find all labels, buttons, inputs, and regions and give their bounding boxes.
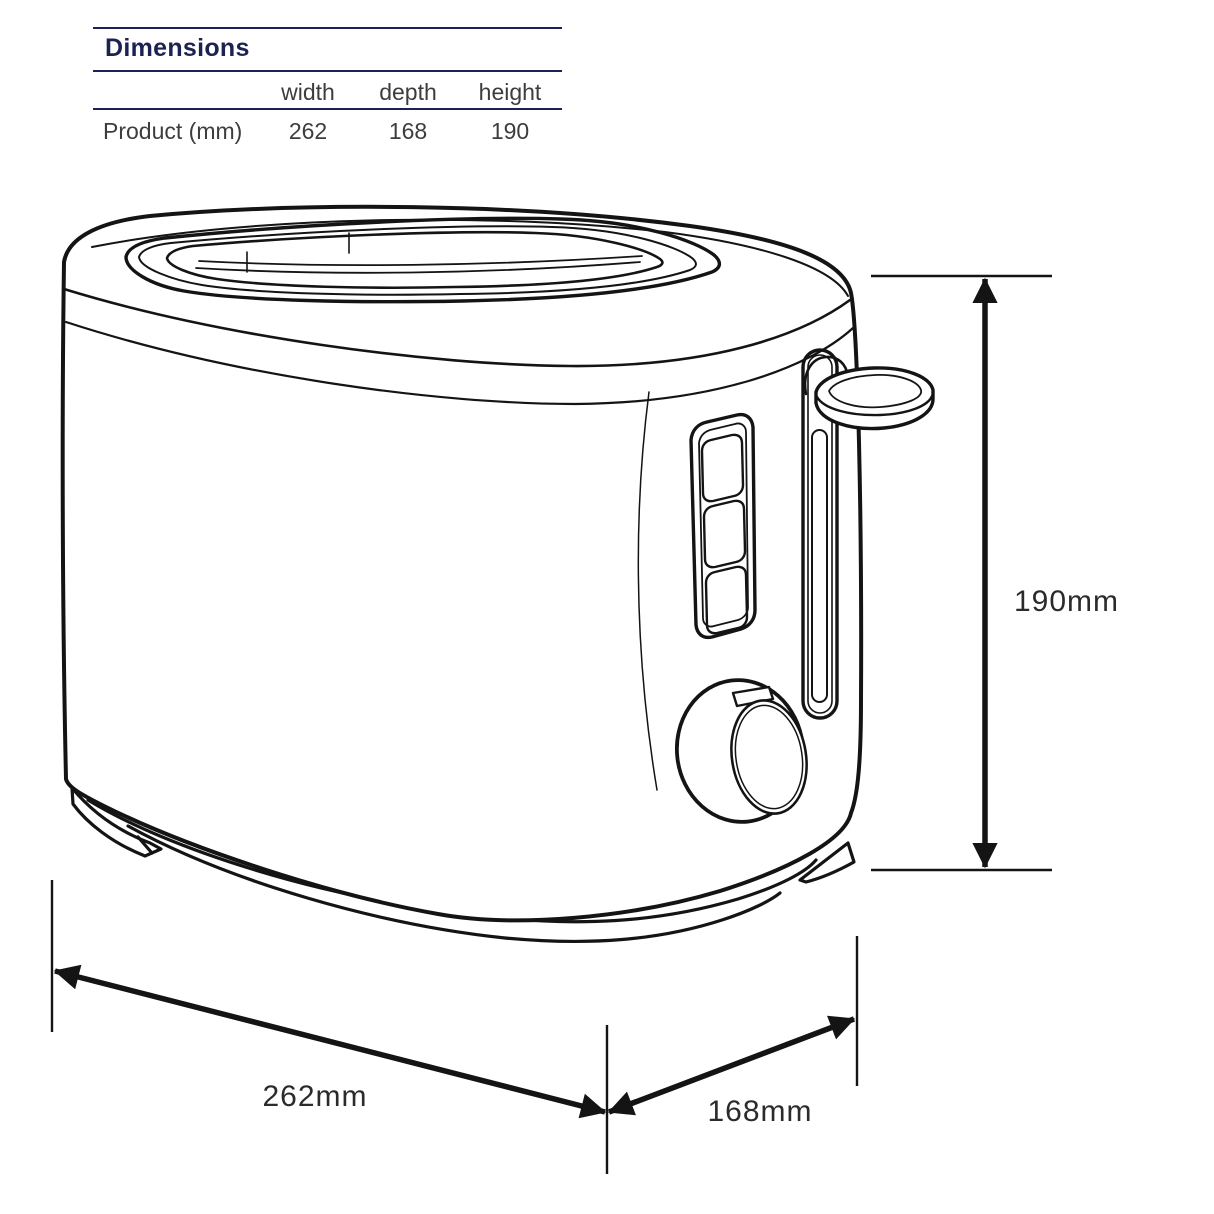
browning-dial <box>674 678 808 824</box>
row-label: Product (mm) <box>103 118 243 144</box>
value-depth: 168 <box>388 118 428 144</box>
depth-dimension: 168mm <box>607 936 859 1128</box>
value-width: 262 <box>288 118 328 144</box>
rim-inner-highlight <box>91 218 849 297</box>
slot-surround-outer <box>124 216 722 304</box>
lever-slot-outer <box>801 348 839 720</box>
dial-pointer-tab <box>731 685 775 708</box>
height-label: 190mm <box>1014 585 1119 618</box>
toast-slots <box>124 216 722 304</box>
lever-handle-rim-edge <box>815 394 934 417</box>
slot-divider-back <box>198 255 643 267</box>
dimensions-table: Dimensions width depth height Product (m… <box>93 0 562 160</box>
header-width: width <box>281 79 335 105</box>
slot-divider-front <box>195 261 641 274</box>
front-right-soft-edge <box>637 391 658 791</box>
width-label: 262mm <box>262 1080 367 1113</box>
rim-band-front-edge <box>62 287 852 368</box>
height-dimension: 190mm <box>871 274 1119 872</box>
table-rule-top <box>93 27 562 29</box>
panel-outer <box>689 412 757 640</box>
depth-arrow <box>607 1015 856 1116</box>
lever-slot-inner <box>807 354 833 714</box>
header-depth: depth <box>379 79 437 105</box>
button-panel <box>689 412 757 640</box>
foot-front-left-notch <box>136 835 154 855</box>
toaster-outline <box>60 204 935 944</box>
slot-surround-inner <box>138 225 697 296</box>
width-arrow <box>53 964 607 1119</box>
table-rule-under-header <box>93 108 562 110</box>
base-skirt-lower <box>126 824 782 944</box>
depth-label: 168mm <box>707 1095 812 1128</box>
lever-shaft <box>811 429 828 703</box>
slot-opening <box>165 230 664 290</box>
value-height: 190 <box>490 118 530 144</box>
lever-handle-top-face <box>828 374 922 409</box>
panel-inner <box>698 422 749 628</box>
lever <box>801 348 935 720</box>
table-title: Dimensions <box>105 34 250 62</box>
table-header-row: width depth height <box>93 79 562 105</box>
dimension-annotations: 190mm 262mm 168mm <box>50 274 1119 1174</box>
foot-front-right <box>798 841 856 884</box>
header-height: height <box>478 79 542 105</box>
table-rule-under-title <box>93 70 562 72</box>
table-row: Product (mm) 262 168 190 <box>93 118 562 144</box>
dial-face-inner <box>734 704 804 810</box>
shoulder-contour <box>64 320 855 406</box>
body-silhouette <box>60 204 864 923</box>
dial-face <box>730 699 808 815</box>
width-dimension: 262mm <box>50 880 609 1174</box>
lever-arm <box>803 355 850 396</box>
